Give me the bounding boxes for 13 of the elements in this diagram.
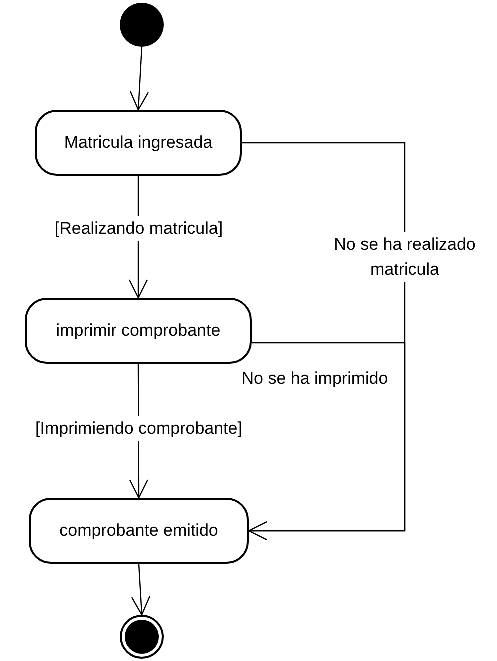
state-box <box>29 498 249 564</box>
final-node <box>120 615 164 659</box>
edge-label: [Realizando matricula] <box>54 216 224 241</box>
arrow <box>130 46 150 111</box>
edge-label: [Imprimiendo comprobante] <box>34 416 244 441</box>
state-label: imprimir comprobante <box>56 320 221 342</box>
state-box <box>35 110 242 176</box>
arrow <box>248 342 406 541</box>
arrow <box>131 564 151 616</box>
initial-node <box>120 3 164 47</box>
state-label: comprobante emitido <box>60 520 218 542</box>
state-box <box>25 298 252 364</box>
state-label: Matricula ingresada <box>64 132 213 154</box>
